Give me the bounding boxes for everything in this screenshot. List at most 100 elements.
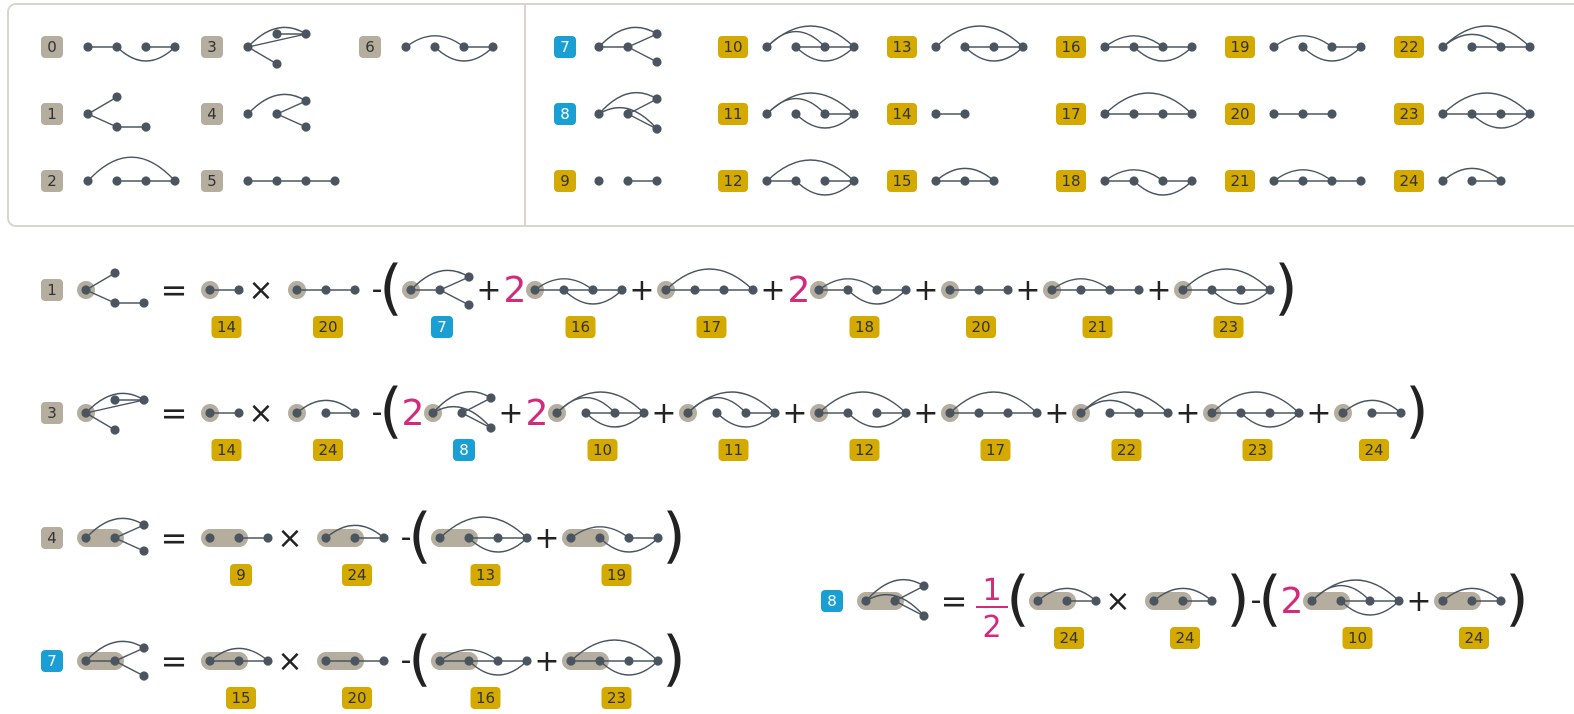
motif-node bbox=[435, 285, 445, 295]
badge-label: 21 bbox=[1088, 318, 1107, 336]
motif-node bbox=[712, 408, 722, 418]
badge-label: 24 bbox=[1175, 629, 1194, 647]
badge-background bbox=[1342, 627, 1373, 649]
motif-arc bbox=[949, 391, 1038, 414]
motif-graph-g17 bbox=[941, 391, 1042, 422]
plus-sign: + bbox=[1044, 396, 1069, 431]
motif-node bbox=[1100, 176, 1110, 186]
motif-arc bbox=[795, 46, 855, 62]
motif-node bbox=[205, 408, 215, 418]
motif-arc bbox=[296, 399, 356, 414]
badge-label: 4 bbox=[207, 105, 217, 123]
motif-arc bbox=[1051, 278, 1111, 291]
motif-node bbox=[81, 408, 91, 418]
motif-node bbox=[623, 176, 633, 186]
badge-label: 17 bbox=[1061, 105, 1080, 123]
motif-graph-g15 bbox=[201, 647, 273, 670]
motif-node bbox=[1032, 408, 1042, 418]
motif-node bbox=[762, 176, 772, 186]
badge-background bbox=[431, 316, 453, 338]
badge-background bbox=[41, 402, 63, 424]
motif-graph-g24 bbox=[317, 524, 389, 547]
motif-node bbox=[530, 285, 540, 295]
minus-sign: - bbox=[401, 520, 412, 555]
motif-node bbox=[205, 533, 215, 543]
motif-badge-16: 16 bbox=[1056, 36, 1086, 58]
badge-label: 4 bbox=[47, 529, 57, 547]
root-pair-highlight bbox=[1029, 592, 1076, 610]
motif-node bbox=[234, 656, 244, 666]
badge-background bbox=[211, 439, 242, 461]
motif-node bbox=[960, 176, 970, 186]
motif-badge-2: 2 bbox=[41, 170, 63, 192]
motif-node bbox=[1129, 176, 1139, 186]
motif-graph-g19 bbox=[1269, 35, 1366, 62]
motif-node bbox=[581, 408, 591, 418]
motif-edge bbox=[276, 113, 307, 128]
motif-node bbox=[112, 42, 122, 52]
motif-badge-12: 12 bbox=[849, 439, 880, 461]
motif-node bbox=[595, 533, 605, 543]
motif-node bbox=[960, 42, 970, 52]
motif-badge-4: 4 bbox=[41, 527, 63, 549]
badge-label: 24 bbox=[1399, 172, 1418, 190]
times-sign: × bbox=[248, 396, 273, 431]
motif-arc bbox=[432, 390, 492, 414]
motif-node bbox=[690, 285, 700, 295]
motif-node bbox=[814, 285, 824, 295]
badge-background bbox=[41, 279, 63, 301]
motif-badge-3: 3 bbox=[201, 36, 223, 58]
motif-graph-g14 bbox=[201, 404, 244, 422]
motif-badge-0: 0 bbox=[41, 36, 63, 58]
motif-node bbox=[653, 656, 663, 666]
badge-label: 5 bbox=[207, 172, 217, 190]
motif-node bbox=[770, 408, 780, 418]
motif-badge-21: 21 bbox=[1225, 170, 1255, 192]
motif-node bbox=[1178, 596, 1188, 606]
badge-background bbox=[554, 36, 576, 58]
badge-label: 2 bbox=[47, 172, 57, 190]
motif-badge-20: 20 bbox=[342, 687, 372, 709]
badge-label: 19 bbox=[1230, 38, 1249, 56]
motif-node bbox=[1269, 176, 1279, 186]
motif-node bbox=[1033, 596, 1043, 606]
motif-node bbox=[1496, 42, 1506, 52]
motif-arc bbox=[935, 167, 995, 182]
motif-arc bbox=[599, 660, 659, 676]
motif-arc bbox=[434, 46, 494, 62]
motif-node bbox=[464, 656, 474, 666]
motif-node bbox=[243, 109, 253, 119]
times-sign: × bbox=[1105, 584, 1130, 619]
badge-label: 18 bbox=[855, 318, 874, 336]
motif-arc bbox=[209, 647, 269, 662]
badge-background bbox=[230, 564, 252, 586]
motif-edge bbox=[461, 412, 492, 429]
badge-label: 15 bbox=[892, 172, 911, 190]
motif-node bbox=[1178, 285, 1188, 295]
motif-badge-24: 24 bbox=[1170, 627, 1200, 649]
motif-node bbox=[762, 109, 772, 119]
motif-badge-14: 14 bbox=[211, 439, 242, 461]
plus-sign: + bbox=[1146, 273, 1171, 308]
motif-node bbox=[960, 109, 970, 119]
motif-node bbox=[1003, 285, 1013, 295]
motif-node bbox=[931, 42, 941, 52]
open-paren: ( bbox=[379, 376, 402, 446]
motif-node bbox=[1467, 596, 1477, 606]
badge-background bbox=[1056, 103, 1086, 125]
motif-graph-g9 bbox=[594, 176, 662, 186]
badge-label: 21 bbox=[1230, 172, 1249, 190]
motif-node bbox=[566, 533, 576, 543]
motif-graph-g9 bbox=[201, 529, 273, 547]
motif-arc bbox=[1273, 35, 1333, 48]
motif-arc bbox=[85, 517, 145, 539]
motif-node bbox=[272, 109, 282, 119]
badge-label: 23 bbox=[1219, 318, 1238, 336]
motif-node bbox=[820, 176, 830, 186]
badge-background bbox=[1459, 627, 1489, 649]
badge-label: 9 bbox=[236, 566, 246, 584]
motif-node bbox=[1129, 42, 1139, 52]
close-paren: ) bbox=[662, 501, 685, 571]
motif-graph-g24 bbox=[1434, 587, 1506, 610]
times-sign: × bbox=[248, 273, 273, 308]
